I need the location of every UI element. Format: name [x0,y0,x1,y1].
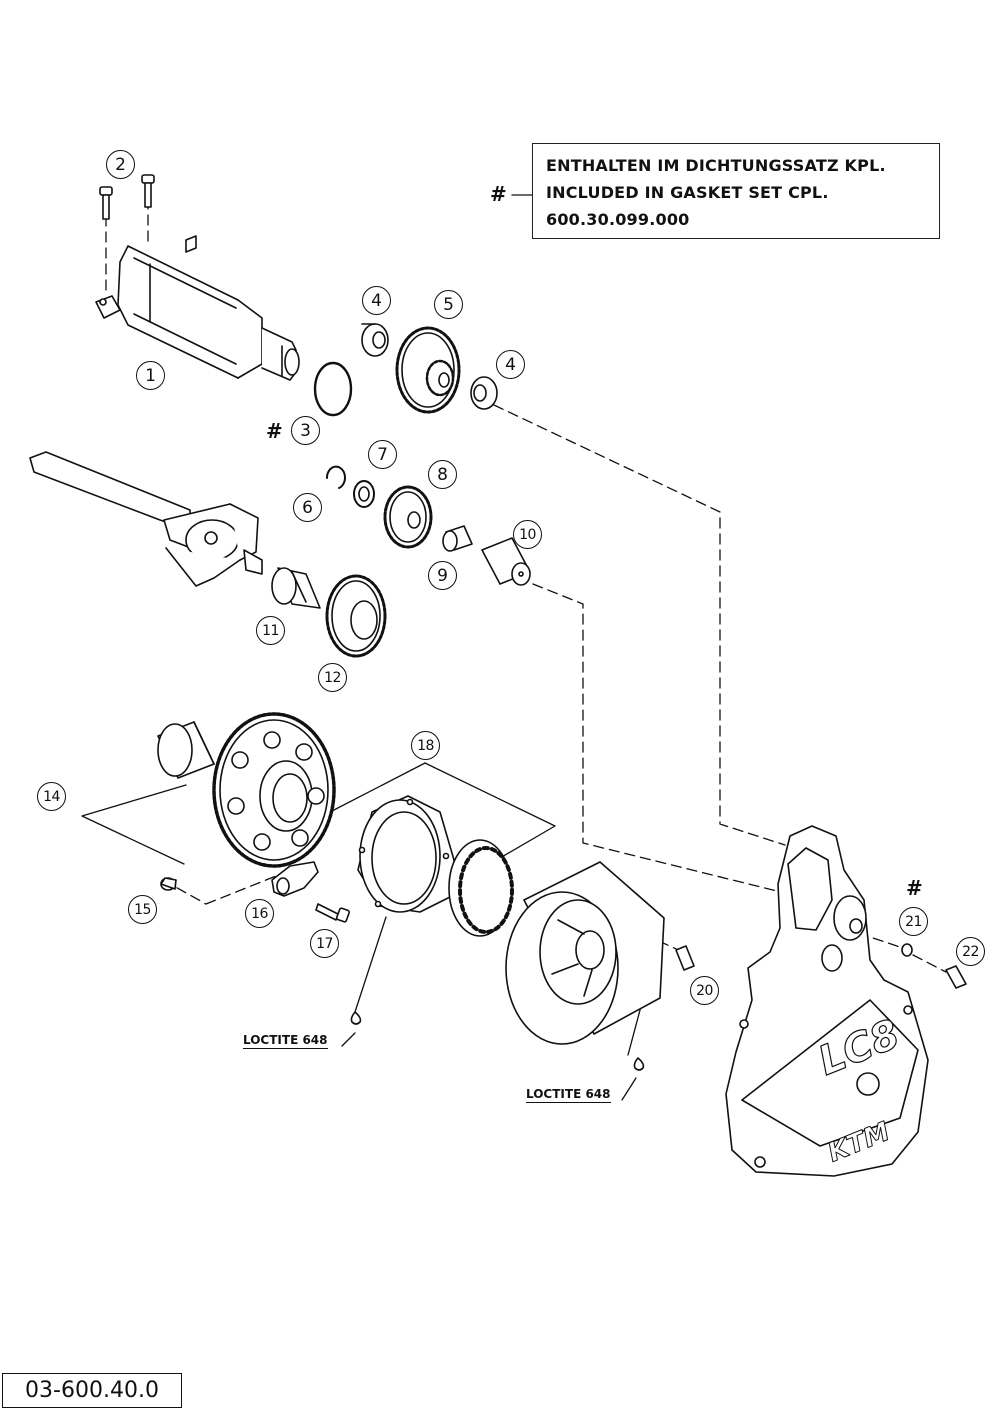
washer [353,480,375,508]
pin-15 [160,877,177,891]
gasket-note-part-number: 600.30.099.000 [546,210,690,229]
callout-10: 10 [513,520,542,549]
loctite-drops [350,1011,645,1071]
callout-1: 1 [136,361,165,390]
freewheel-housing [357,795,455,913]
gasket-mark-3: # [266,419,283,443]
shaft-10 [481,537,531,586]
gasket-note-symbol: # [490,182,507,206]
starter-motor [95,235,300,381]
callout-16: 16 [245,899,274,928]
callout-9: 9 [428,561,457,590]
callout-18: 18 [411,731,440,760]
ignition-cover: LC8 KTM [725,825,929,1177]
loctite-label-left: LOCTITE 648 [243,1033,328,1049]
screw-22 [945,965,967,989]
callout-5: 5 [434,290,463,319]
bearing-lower [470,376,498,410]
gasket-note-box: ENTHALTEN IM DICHTUNGSSATZ KPL. INCLUDED… [532,143,940,239]
callout-3: 3 [291,416,320,445]
gasket-mark-21: # [906,876,923,900]
gear-8 [383,485,433,549]
callout-21: 21 [899,907,928,936]
needle-bearing-11 [271,567,321,609]
o-ring [313,361,353,417]
callout-12: 12 [318,663,347,692]
bearing-upper [361,323,389,357]
callout-6: 6 [293,493,322,522]
callout-4-upper: 4 [362,286,391,315]
loctite-label-right: LOCTITE 648 [526,1087,611,1103]
starter-screws [99,174,155,220]
bearing-sleeve-14 [157,721,215,779]
callout-20: 20 [690,976,719,1005]
sprag-ring [448,839,514,937]
callout-22: 22 [956,937,985,966]
callout-8: 8 [428,460,457,489]
screw-20 [675,945,695,971]
callout-17: 17 [310,929,339,958]
crankshaft [29,451,263,587]
callout-4-lower: 4 [496,350,525,379]
intermediate-gear-5 [395,326,461,414]
screw-17 [315,903,350,923]
needle-bearing-9 [442,525,473,552]
drawing-code: 03-600.40.0 [2,1373,182,1408]
washer-21 [901,943,913,957]
callout-15: 15 [128,895,157,924]
gasket-note-line-de: ENTHALTEN IM DICHTUNGSSATZ KPL. [546,156,886,175]
large-gear [212,712,336,868]
callout-2: 2 [106,150,135,179]
gear-12 [325,574,387,658]
callout-7: 7 [368,440,397,469]
circlip [325,465,346,489]
callout-11: 11 [256,616,285,645]
ratchet-lever-16 [271,861,319,897]
rotor [505,861,665,1045]
callout-14: 14 [37,782,66,811]
gasket-note-line-en: INCLUDED IN GASKET SET CPL. [546,183,829,202]
